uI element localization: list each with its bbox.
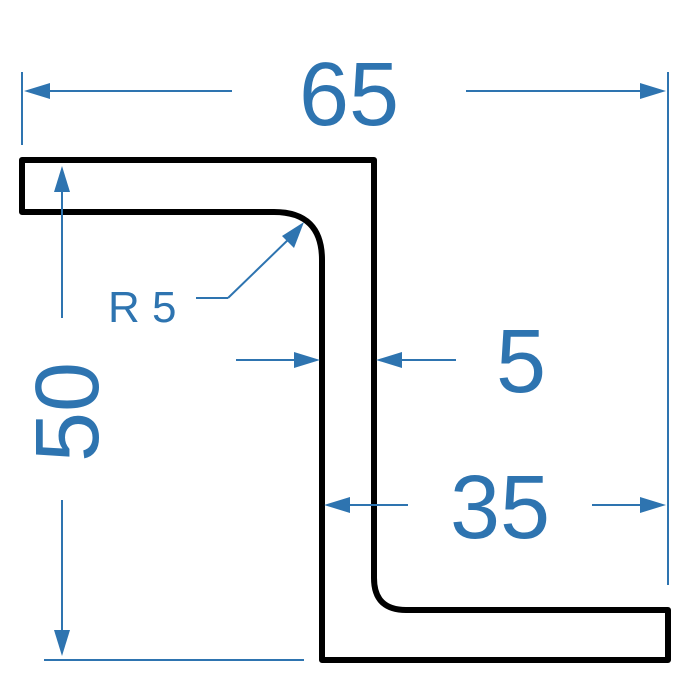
flange-arrowhead-right (640, 497, 666, 513)
arrowhead-bottom (54, 630, 70, 656)
dimension-label-bottom-flange: 35 (450, 458, 550, 558)
arrowhead-left (24, 83, 50, 99)
arrowhead-top (54, 166, 70, 192)
dimension-label-height: 50 (18, 362, 118, 462)
dimension-bottom-flange: 35 (324, 458, 666, 558)
dimension-radius: R 5 (108, 222, 304, 332)
dimension-overall-width: 65 (21, 45, 669, 585)
dimension-label-thickness: 5 (496, 312, 546, 412)
z-profile-outline (19, 157, 671, 663)
radius-leader-line (227, 235, 293, 299)
dimension-thickness: 5 (236, 312, 546, 412)
radius-arrowhead (282, 222, 304, 248)
dimension-label-radius: R 5 (108, 283, 176, 332)
thickness-arrowhead-right (376, 352, 402, 368)
dimension-height: 50 (18, 166, 304, 661)
arrowhead-right (640, 83, 666, 99)
dimension-label-overall-width: 65 (299, 45, 399, 145)
thickness-arrowhead-left (294, 352, 320, 368)
flange-arrowhead-left (324, 497, 350, 513)
